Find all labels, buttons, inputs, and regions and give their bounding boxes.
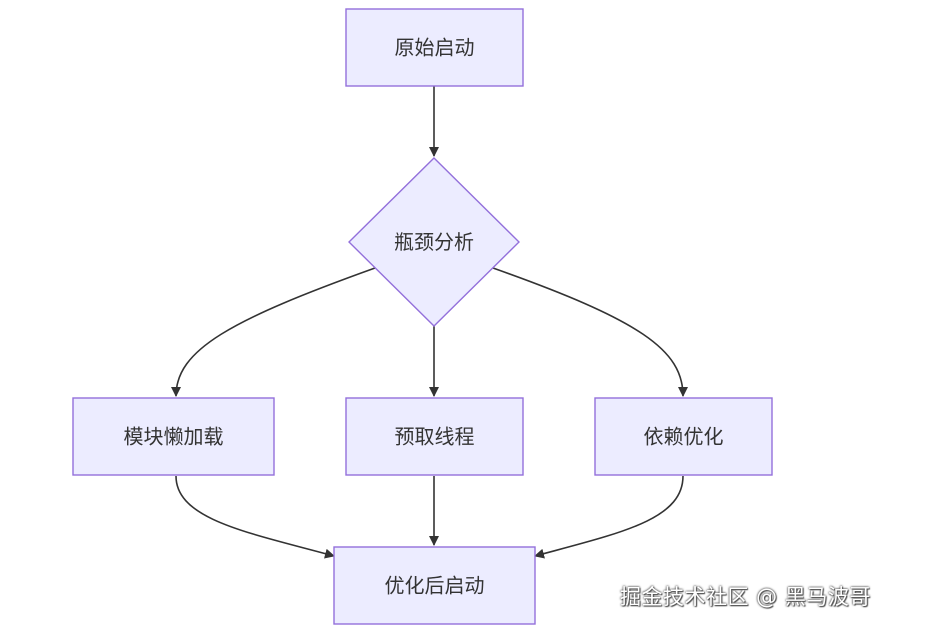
node-original-start: 原始启动	[345, 8, 524, 87]
edge-lazy-loading-to-optimized	[175, 475, 335, 559]
edge-dependency-to-optimized	[534, 475, 684, 559]
watermark: 掘金技术社区 @ 黑马波哥	[620, 585, 871, 609]
node-lazy-loading: 模块懒加载	[72, 397, 275, 476]
node-lazy-loading-label: 模块懒加载	[124, 425, 224, 449]
node-original-start-label: 原始启动	[395, 36, 475, 60]
node-prefetch-thread: 预取线程	[345, 397, 524, 476]
node-bottleneck-analysis-label: 瓶颈分析	[394, 230, 474, 254]
node-prefetch-thread-label: 预取线程	[395, 425, 475, 449]
node-optimized-start: 优化后启动	[333, 546, 536, 625]
edge-bottleneck-to-lazy-loading	[171, 267, 376, 397]
node-optimized-start-label: 优化后启动	[385, 574, 485, 598]
node-bottleneck-analysis: 瓶颈分析	[348, 157, 520, 327]
edge-bottleneck-to-dependency	[492, 267, 688, 397]
node-dependency-optimization: 依赖优化	[594, 397, 773, 476]
node-dependency-optimization-label: 依赖优化	[644, 425, 724, 449]
